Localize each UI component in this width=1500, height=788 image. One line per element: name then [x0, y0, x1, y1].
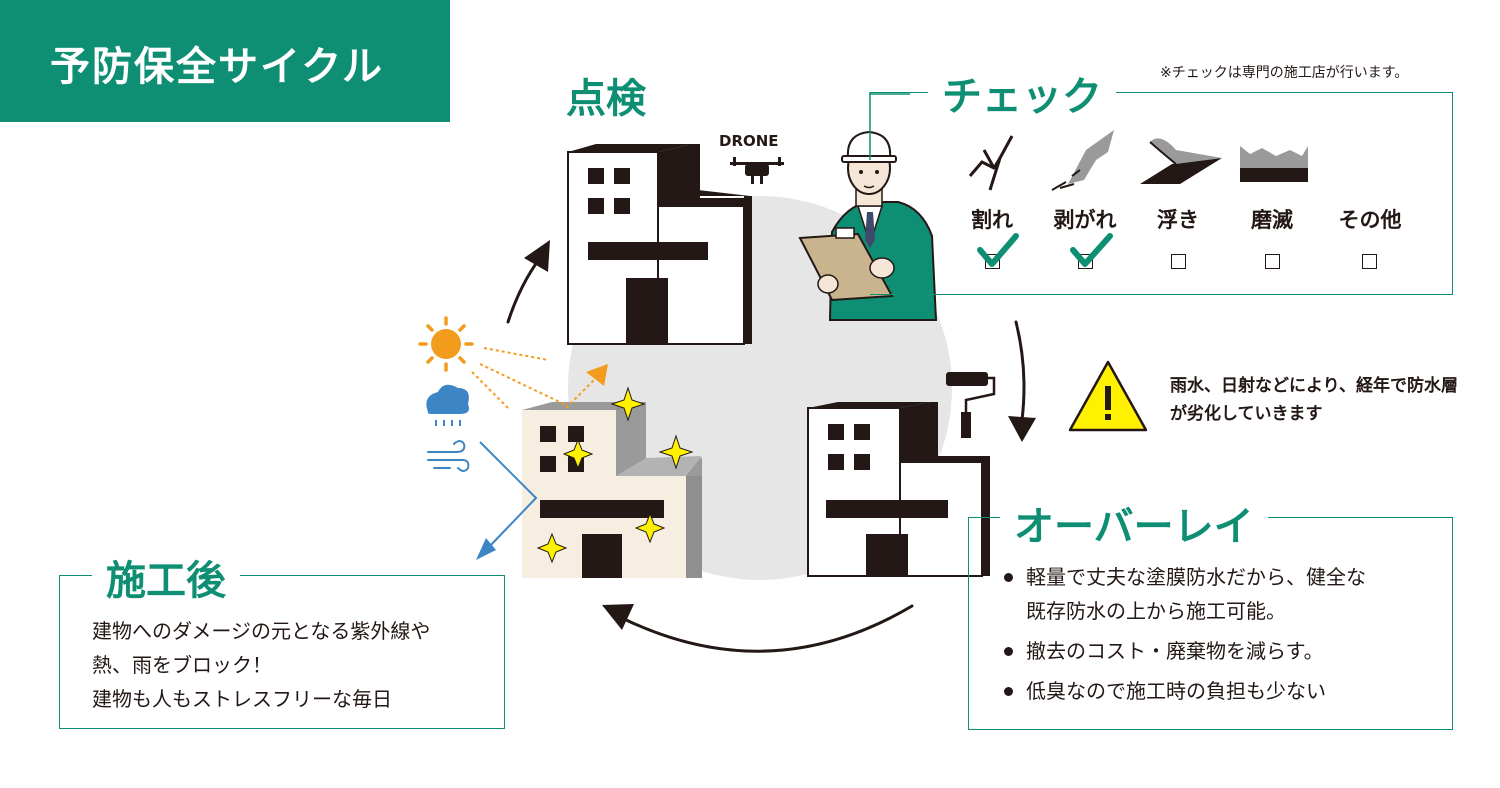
- after-panel: [59, 575, 505, 729]
- page-title: 予防保全サイクル: [50, 44, 384, 90]
- inspection-heading: 点検: [566, 76, 646, 122]
- warning-text: 雨水、日射などにより、経年で防水層 が劣化していきます: [1170, 372, 1458, 428]
- overlay-bullet: 撤去のコスト・廃棄物を減らす。: [1000, 634, 1366, 668]
- check-label-lifting: 浮き: [1157, 208, 1199, 232]
- lifting-icon: [1140, 138, 1222, 184]
- checkbox-lifting[interactable]: [1171, 254, 1186, 269]
- overlay-bullet-line: 軽量で丈夫な塗膜防水だから、健全な: [1026, 565, 1366, 589]
- check-label-crack: 割れ: [971, 208, 1013, 232]
- after-line: 建物も人もストレスフリーな毎日: [92, 687, 392, 711]
- overlay-bullet-line: 撤去のコスト・廃棄物を減らす。: [1026, 639, 1324, 663]
- overlay-bullets: 軽量で丈夫な塗膜防水だから、健全な 既存防水の上から施工可能。 撤去のコスト・廃…: [1000, 560, 1366, 708]
- title-banner: [0, 0, 450, 122]
- overlay-bullet-line: 既存防水の上から施工可能。: [1026, 599, 1286, 623]
- sparkle-icons: [536, 386, 694, 564]
- wind-icon: [427, 440, 470, 472]
- checkbox-crack[interactable]: [985, 254, 1000, 269]
- overlay-heading: オーバーレイ: [1000, 494, 1268, 552]
- checkbox-peeling[interactable]: [1078, 254, 1093, 269]
- building-inspection: [567, 144, 752, 345]
- overlay-bullet-line: 低臭なので施工時の負担も少ない: [1026, 679, 1326, 703]
- paint-roller-icon: [946, 372, 996, 438]
- checkbox-other[interactable]: [1362, 254, 1377, 269]
- check-label-peeling: 剥がれ: [1053, 208, 1117, 232]
- building-overlay: [807, 402, 990, 577]
- check-label-abrasion: 磨滅: [1251, 208, 1293, 232]
- drone-label: DRONE: [719, 132, 779, 150]
- arrow-to-inspection: [506, 256, 542, 324]
- after-heading: 施工後: [92, 548, 240, 606]
- sun-icon: [418, 316, 474, 372]
- check-panel: [870, 92, 1453, 295]
- arrow-to-overlay: [1014, 320, 1026, 422]
- after-line: 建物へのダメージの元となる紫外線や: [92, 619, 431, 643]
- peeling-icon: [1051, 130, 1114, 191]
- building-after: [522, 402, 702, 578]
- arrow-to-after: [620, 604, 914, 653]
- crack-icon: [968, 135, 1014, 191]
- overlay-bullet: 軽量で丈夫な塗膜防水だから、健全な 既存防水の上から施工可能。: [1000, 560, 1366, 628]
- warning-line: 雨水、日射などにより、経年で防水層: [1170, 376, 1458, 396]
- checkbox-abrasion[interactable]: [1265, 254, 1280, 269]
- drone-icon: [730, 157, 784, 184]
- warning-line: が劣化していきます: [1170, 404, 1323, 424]
- warning-icon: [1068, 360, 1148, 432]
- check-label-other: その他: [1338, 208, 1402, 232]
- after-line: 熱、雨をブロック！: [92, 653, 272, 677]
- worker-illustration: [798, 130, 938, 321]
- rain-cloud-icon: [426, 384, 469, 426]
- after-text: 建物へのダメージの元となる紫外線や 熱、雨をブロック！ 建物も人もストレスフリー…: [92, 614, 430, 716]
- check-note: ※チェックは専門の施工店が行います。: [1160, 65, 1409, 81]
- overlay-bullet: 低臭なので施工時の負担も少ない: [1000, 674, 1366, 708]
- check-heading: チェック: [928, 64, 1116, 122]
- abrasion-icon: [1240, 146, 1308, 182]
